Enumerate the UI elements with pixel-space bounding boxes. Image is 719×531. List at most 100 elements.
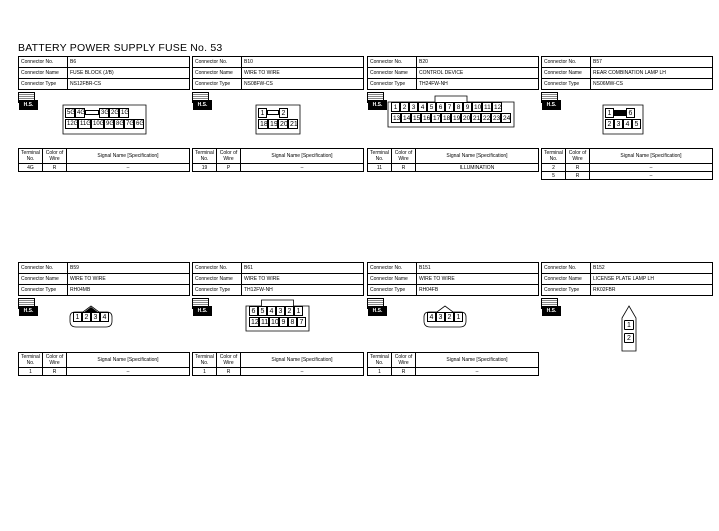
connector-no-label: Connector No.: [541, 262, 591, 274]
terminal-no-header: Terminal No.: [367, 352, 392, 368]
connector-type-label: Connector Type: [367, 284, 417, 296]
connector-no-value: B6: [67, 56, 190, 68]
pin-cell: 1: [391, 102, 400, 112]
wire-color-cell: R: [42, 367, 67, 376]
wire-color-cell: R: [565, 163, 590, 172]
pin-row: 1: [624, 320, 634, 330]
pin-cell: 4: [100, 312, 109, 322]
signal-name-cell: –: [66, 367, 190, 376]
connector-type-value: NS12FBR-CS: [67, 78, 190, 90]
pin-cell: 2: [279, 108, 288, 118]
pin-cell: 4: [427, 312, 436, 322]
harness-side-icon: H.S.: [18, 92, 38, 111]
pin-cell: 2: [285, 306, 294, 316]
connector-no-value: B152: [590, 262, 713, 274]
pin-cell: 3G: [99, 108, 110, 118]
wire-color-header: Color of Wire: [565, 148, 590, 164]
pin-cell: 15: [411, 113, 421, 123]
connector-name-value: WIRE TO WIRE: [241, 273, 364, 285]
signal-name-header: Signal Name [Specification]: [415, 148, 539, 164]
connector-type-label: Connector Type: [192, 78, 242, 90]
signal-name-cell: –: [240, 367, 364, 376]
signal-name-header: Signal Name [Specification]: [66, 148, 190, 164]
wire-color-header: Color of Wire: [42, 148, 67, 164]
pin-cell: 5: [427, 102, 436, 112]
hs-label: H.S.: [542, 100, 561, 110]
pin-cell: 3: [91, 312, 100, 322]
pin-cell: 1: [294, 306, 303, 316]
signal-name-cell: –: [240, 163, 364, 172]
harness-side-icon: H.S.: [192, 298, 212, 317]
connector-type-value: RH04FB: [416, 284, 539, 296]
pin-cell: 6: [626, 108, 635, 118]
pin-cell: 1: [624, 320, 634, 330]
connector-name-label: Connector Name: [367, 67, 417, 79]
terminal-no-header: Terminal No.: [367, 148, 392, 164]
connector-name-label: Connector Name: [541, 67, 591, 79]
connector-type-value: RH04MB: [67, 284, 190, 296]
connector-type-label: Connector Type: [367, 78, 417, 90]
pin-cell: 6: [436, 102, 445, 112]
connector-name-value: CONTROL DEVICE: [416, 67, 539, 79]
connector-name-label: Connector Name: [18, 67, 68, 79]
connector-no-label: Connector No.: [541, 56, 591, 68]
terminal-no-header: Terminal No.: [18, 148, 43, 164]
connector-no-label: Connector No.: [367, 262, 417, 274]
pin-cell: 21: [288, 119, 298, 129]
connector-no-label: Connector No.: [192, 56, 242, 68]
connector-name-label: Connector Name: [367, 273, 417, 285]
pin-cell: 9G: [104, 119, 115, 129]
pin-cell: 8: [288, 317, 297, 327]
pin-cell: 14: [401, 113, 411, 123]
wire-color-header: Color of Wire: [391, 148, 416, 164]
terminal-no-cell: 19: [192, 163, 217, 172]
pin-cell: 21: [471, 113, 481, 123]
wire-color-cell: R: [391, 367, 416, 376]
connector-no-label: Connector No.: [18, 262, 68, 274]
pin-cell: 5: [632, 119, 641, 129]
connector-name-label: Connector Name: [18, 273, 68, 285]
connector-face-outline: [62, 104, 147, 135]
connector-no-value: B59: [67, 262, 190, 274]
connector-name-label: Connector Name: [192, 273, 242, 285]
pin-cell: 1: [454, 312, 463, 322]
pin-cell: 1: [605, 108, 614, 118]
hs-label: H.S.: [19, 100, 38, 110]
connector-name-label: Connector Name: [192, 67, 242, 79]
